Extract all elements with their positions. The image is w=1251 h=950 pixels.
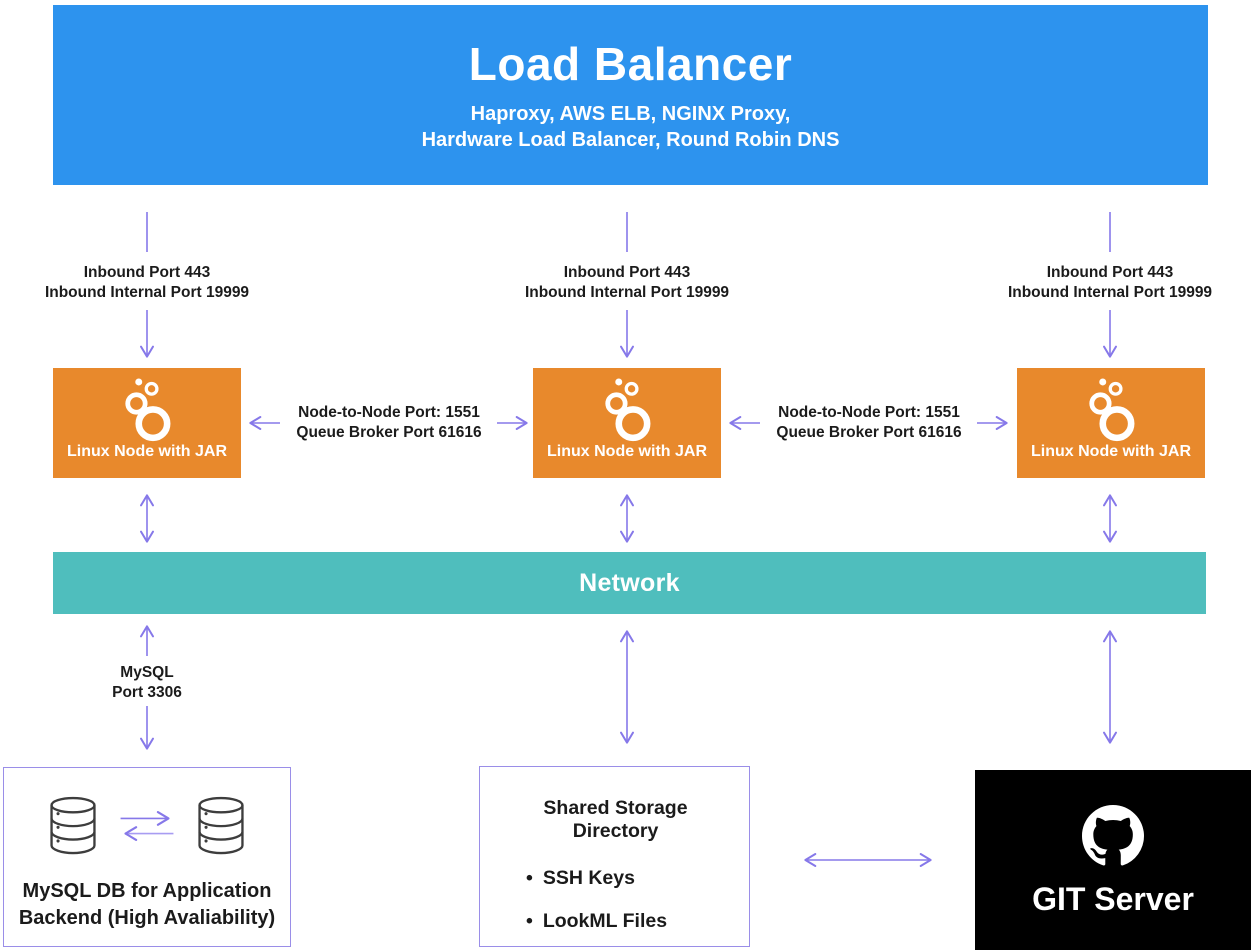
port-3306-label: Port 3306: [112, 684, 182, 701]
node-link-label-1: Node-to-Node Port: 1551 Queue Broker Por…: [296, 403, 481, 443]
mysql-db-label-line1: MySQL DB for Application: [22, 880, 272, 902]
list-item: LookML Files: [526, 910, 749, 933]
mysql-db-label-line2: Backend (High Avaliability): [18, 907, 276, 929]
inbound-port-443-label: Inbound Port 443: [83, 264, 211, 281]
database-icon: [50, 796, 96, 855]
inbound-ports-label-3: Inbound Port 443 Inbound Internal Port 1…: [1008, 263, 1212, 303]
lookml-files-label: LookML Files: [542, 910, 668, 932]
linux-node-3: Linux Node with JAR: [1017, 368, 1205, 478]
looker-logo-icon: [125, 378, 171, 442]
shared-storage-title: Shared Storage Directory: [543, 797, 688, 842]
node-link-label-2: Node-to-Node Port: 1551 Queue Broker Por…: [776, 403, 961, 443]
node-label: Linux Node with JAR: [1031, 443, 1191, 460]
load-balancer-title: Load Balancer: [468, 38, 793, 90]
git-server-label: GIT Server: [1032, 880, 1194, 917]
inbound-ports-label-1: Inbound Port 443 Inbound Internal Port 1…: [45, 263, 249, 303]
node-to-node-port-label: Node-to-Node Port: 1551: [778, 404, 960, 421]
shared-storage-box: Shared Storage Directory SSH Keys LookML…: [479, 766, 750, 947]
network-bar: Network: [53, 552, 1206, 614]
db-replication-graphic: [47, 796, 247, 856]
inbound-port-443-label: Inbound Port 443: [563, 264, 691, 281]
inbound-internal-port-label: Inbound Internal Port 19999: [524, 284, 730, 301]
mysql-port-label: MySQL Port 3306: [112, 663, 182, 703]
inbound-internal-port-label: Inbound Internal Port 19999: [1007, 284, 1213, 301]
mysql-db-box: MySQL DB for Application Backend (High A…: [3, 767, 291, 947]
load-balancer-subtitle: Haproxy, AWS ELB, NGINX Proxy, Hardware …: [422, 101, 840, 153]
inbound-ports-label-2: Inbound Port 443 Inbound Internal Port 1…: [525, 263, 729, 303]
load-balancer-subtitle-line2: Hardware Load Balancer, Round Robin DNS: [421, 129, 840, 151]
list-item: SSH Keys: [526, 867, 749, 890]
database-icon: [198, 796, 244, 855]
mysql-label: MySQL: [120, 664, 174, 681]
network-label: Network: [579, 568, 680, 597]
linux-node-2: Linux Node with JAR: [533, 368, 721, 478]
ssh-keys-label: SSH Keys: [542, 867, 635, 889]
github-icon: [1082, 804, 1144, 865]
git-server-box: GIT Server: [975, 770, 1251, 950]
looker-logo-icon: [1089, 378, 1135, 442]
replication-arrows-icon: [120, 811, 174, 841]
inbound-port-443-label: Inbound Port 443: [1046, 264, 1174, 281]
queue-broker-port-label: Queue Broker Port 61616: [776, 424, 962, 441]
node-label: Linux Node with JAR: [67, 443, 227, 460]
mysql-db-label: MySQL DB for Application Backend (High A…: [19, 878, 275, 932]
linux-node-1: Linux Node with JAR: [53, 368, 241, 478]
load-balancer-subtitle-line1: Haproxy, AWS ELB, NGINX Proxy,: [470, 103, 791, 125]
looker-logo-icon: [605, 378, 651, 442]
inbound-internal-port-label: Inbound Internal Port 19999: [44, 284, 250, 301]
shared-storage-list: SSH Keys LookML Files: [526, 867, 749, 933]
node-to-node-port-label: Node-to-Node Port: 1551: [298, 404, 480, 421]
queue-broker-port-label: Queue Broker Port 61616: [296, 424, 482, 441]
node-label: Linux Node with JAR: [547, 443, 707, 460]
load-balancer-box: Load Balancer Haproxy, AWS ELB, NGINX Pr…: [53, 5, 1208, 185]
